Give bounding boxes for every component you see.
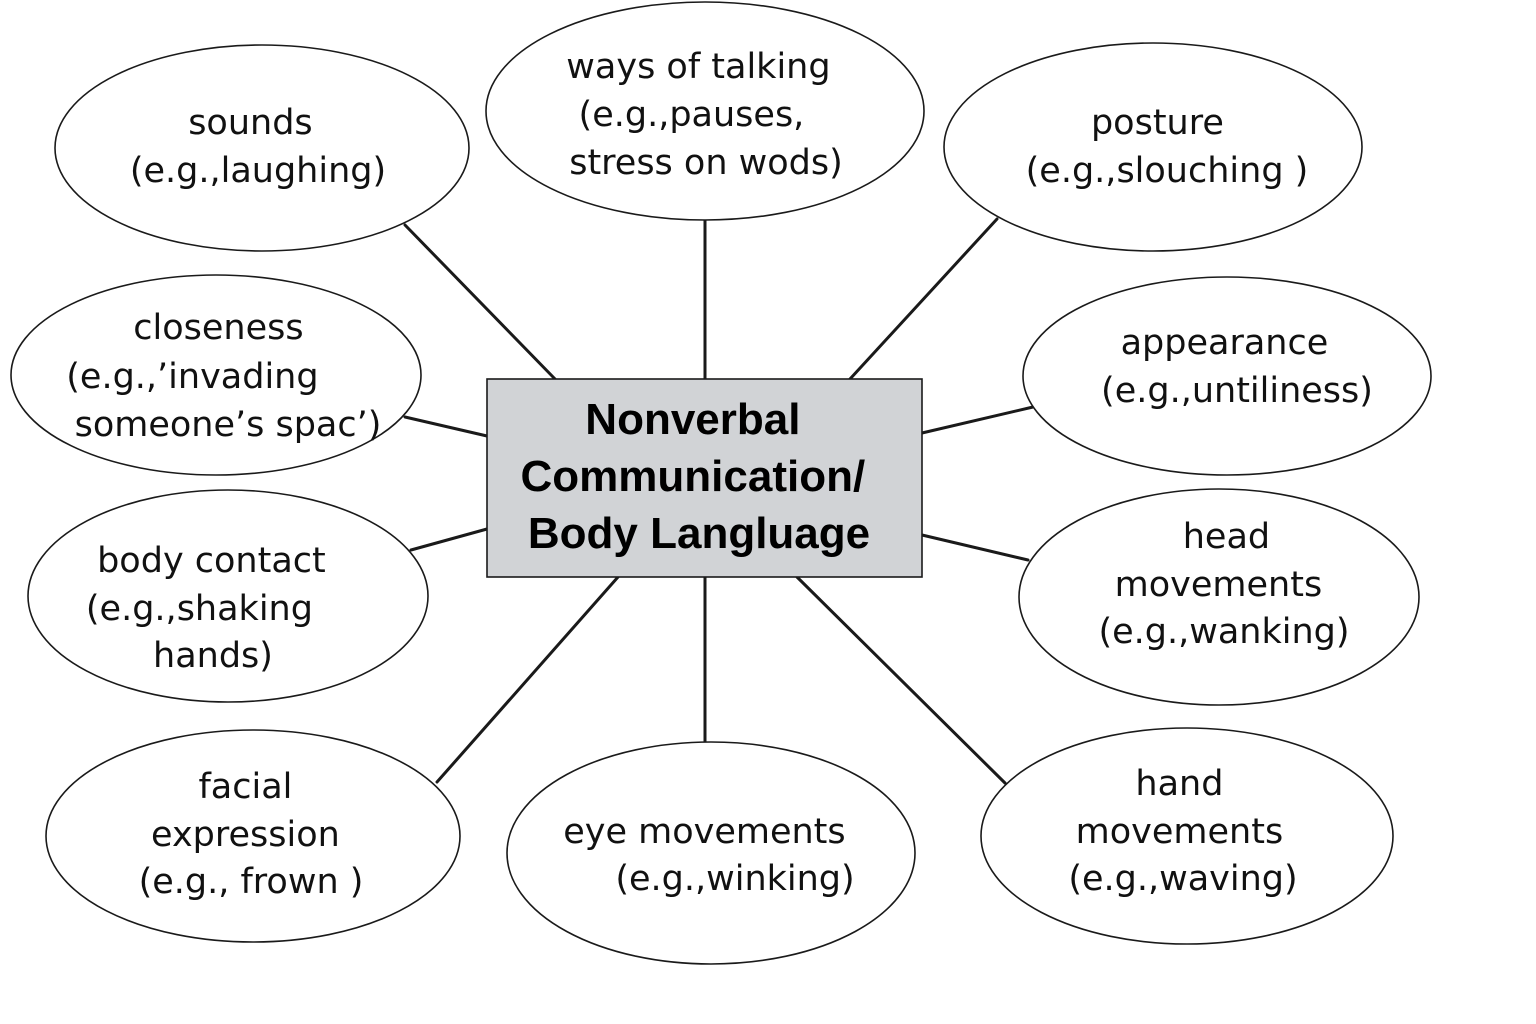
connector-body-contact bbox=[409, 527, 489, 552]
label-line: posture bbox=[1091, 103, 1224, 143]
node-appearance: appearance (e.g.,untiliness) bbox=[1022, 276, 1432, 476]
connector-facial-expression bbox=[435, 575, 620, 784]
label-line: appearance bbox=[1121, 323, 1329, 363]
label-posture: posture (e.g.,slouching ) bbox=[1026, 103, 1309, 191]
center-line: Nonverbal bbox=[585, 395, 800, 444]
label-line: closeness bbox=[133, 308, 303, 348]
center-node: Nonverbal Communication/ Body Langluage bbox=[486, 378, 923, 578]
label-appearance: appearance (e.g.,untiliness) bbox=[1101, 323, 1373, 411]
bubble-eye-movements bbox=[506, 741, 916, 965]
label-closeness: closeness (e.g.,’invading someone’s spac… bbox=[66, 308, 381, 445]
center-line: Body Langluage bbox=[528, 509, 870, 558]
label-line: sounds bbox=[188, 103, 312, 143]
center-line: Communication/ bbox=[521, 452, 866, 501]
label-line: (e.g.,slouching ) bbox=[1026, 151, 1309, 191]
node-eye-movements: eye movements (e.g.,winking) bbox=[506, 741, 916, 965]
label-line: (e.g.,’invading bbox=[66, 357, 318, 397]
connector-appearance bbox=[920, 405, 1035, 435]
node-closeness: closeness (e.g.,’invading someone’s spac… bbox=[10, 274, 422, 476]
label-hand-movements: hand movements (e.g.,waving) bbox=[1068, 764, 1297, 899]
label-line: (e.g.,winking) bbox=[615, 859, 854, 899]
connector-closeness bbox=[403, 415, 489, 438]
node-body-contact: body contact (e.g.,shaking hands) bbox=[27, 489, 429, 703]
bubble-body-contact bbox=[27, 489, 429, 703]
label-line: (e.g.,wanking) bbox=[1098, 612, 1349, 652]
label-facial-expression: facial expression (e.g., frown ) bbox=[139, 767, 364, 902]
label-line: expression bbox=[151, 815, 340, 855]
label-eye-movements: eye movements (e.g.,winking) bbox=[563, 812, 857, 899]
label-line: (e.g.,pauses, bbox=[579, 95, 805, 135]
bubble-head-movements bbox=[1018, 488, 1420, 706]
center-title: Nonverbal Communication/ Body Langluage bbox=[521, 395, 878, 558]
label-line: facial bbox=[198, 767, 292, 807]
bubble-sounds bbox=[54, 44, 470, 252]
node-sounds: sounds (e.g.,laughing) bbox=[54, 44, 470, 252]
node-posture: posture (e.g.,slouching ) bbox=[943, 42, 1363, 252]
bubble-closeness bbox=[10, 274, 422, 476]
label-line: stress on wods) bbox=[569, 143, 843, 183]
label-line: movements bbox=[1076, 812, 1284, 852]
label-line: (e.g.,shaking bbox=[86, 589, 313, 629]
label-line: head bbox=[1183, 517, 1270, 557]
center-box bbox=[486, 378, 923, 578]
node-hand-movements: hand movements (e.g.,waving) bbox=[980, 727, 1394, 945]
bubble-ways-of-talking bbox=[485, 1, 925, 221]
label-line: ways of talking bbox=[566, 47, 830, 87]
label-head-movements: head movements (e.g.,wanking) bbox=[1098, 517, 1349, 652]
connector-sounds bbox=[403, 223, 557, 381]
label-line: body contact bbox=[97, 541, 326, 581]
connectors bbox=[403, 217, 1035, 785]
label-line: (e.g., frown ) bbox=[139, 862, 364, 902]
label-line: someone’s spac’) bbox=[75, 405, 382, 445]
node-facial-expression: facial expression (e.g., frown ) bbox=[45, 729, 461, 943]
label-line: hand bbox=[1135, 764, 1223, 804]
connector-hand-movements bbox=[795, 575, 1007, 785]
label-line: (e.g.,untiliness) bbox=[1101, 371, 1373, 411]
label-line: eye movements bbox=[563, 812, 845, 852]
label-line: hands) bbox=[153, 636, 273, 676]
connector-posture bbox=[848, 217, 999, 381]
label-line: movements bbox=[1115, 565, 1323, 605]
bubble-appearance bbox=[1022, 276, 1432, 476]
bubble-posture bbox=[943, 42, 1363, 252]
bubble-hand-movements bbox=[980, 727, 1394, 945]
bubble-facial-expression bbox=[45, 729, 461, 943]
label-line: (e.g.,waving) bbox=[1068, 859, 1297, 899]
label-ways-of-talking: ways of talking (e.g.,pauses, stress on … bbox=[566, 47, 843, 183]
connector-head-movements bbox=[920, 533, 1030, 562]
node-head-movements: head movements (e.g.,wanking) bbox=[1018, 488, 1420, 706]
label-sounds: sounds (e.g.,laughing) bbox=[130, 103, 386, 191]
label-line: (e.g.,laughing) bbox=[130, 151, 386, 191]
node-ways-of-talking: ways of talking (e.g.,pauses, stress on … bbox=[485, 1, 925, 221]
label-body-contact: body contact (e.g.,shaking hands) bbox=[86, 541, 337, 676]
